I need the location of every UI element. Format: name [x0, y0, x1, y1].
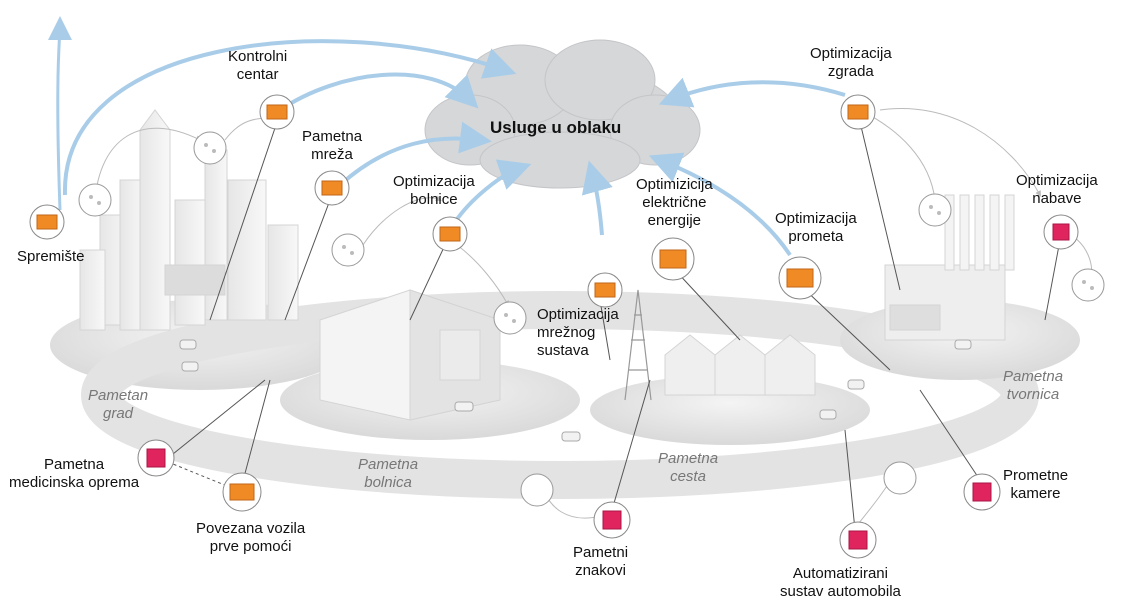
- label-pametna-mreza: Pametna mreža: [302, 128, 363, 163]
- sensor-circle-icon: [883, 461, 917, 495]
- pink-cube-icon: [963, 473, 1001, 511]
- sensor-circle-icon: [331, 233, 365, 267]
- cloud-arrows: [47, 16, 846, 257]
- sensor-circle-icon: [918, 193, 952, 227]
- label-pametni-znakovi: Pametni znakovi: [573, 544, 629, 579]
- label-vozila-pomoci: Povezana vozila prve pomoći: [196, 520, 306, 555]
- zone-pametan-grad: Pametan grad: [88, 387, 149, 422]
- factory-building: [884, 194, 1015, 341]
- radio-tower: [624, 289, 652, 401]
- houses: [664, 334, 816, 396]
- label-optimizacija-nabave: Optimizacija nabave: [1016, 172, 1098, 207]
- pink-cube-icon: [593, 501, 631, 539]
- pointer-lines: [167, 121, 1061, 531]
- zone-pametna-cesta: Pametna cesta: [658, 450, 719, 485]
- cloud-icon: [424, 39, 701, 189]
- orange-cube-icon: [778, 256, 822, 300]
- orange-cube-icon: [651, 237, 695, 281]
- sensor-circles: [78, 131, 1105, 507]
- orange-cube-icon: [587, 272, 623, 308]
- label-optimizacija-prometa: Optimizacija prometa: [775, 210, 857, 245]
- orange-badges: [29, 94, 876, 512]
- orange-cube-icon: [259, 94, 295, 130]
- pink-badges: [137, 214, 1079, 559]
- orange-cube-icon: [432, 216, 468, 252]
- orange-cube-icon: [840, 94, 876, 130]
- label-optimizacija-zgrada: Optimizacija zgrada: [810, 45, 892, 80]
- label-spremiste: Spremište: [17, 248, 85, 265]
- label-prometne-kamere: Prometne kamere: [1003, 467, 1069, 502]
- road-ring: [81, 291, 1039, 499]
- label-medicinska-oprema: Pametna medicinska oprema: [9, 456, 140, 491]
- hospital-building: [319, 289, 501, 421]
- pink-cube-icon: [137, 439, 175, 477]
- city-buildings: [79, 109, 299, 331]
- orange-cube-icon: [222, 472, 262, 512]
- label-optimizacija-bolnice: Optimizacija bolnice: [393, 173, 475, 208]
- zone-pametna-tvornica: Pametna tvornica: [1003, 368, 1064, 403]
- zone-pametna-bolnica: Pametna bolnica: [358, 456, 419, 491]
- orange-cube-icon: [314, 170, 350, 206]
- label-optimizacija-energije: Optimizicija električne energije: [636, 176, 713, 229]
- label-optimizacija-mreznog-sustava: Optimizacija mrežnog sustava: [537, 306, 619, 359]
- cloud-title: Usluge u oblaku: [490, 118, 622, 137]
- label-automatizirani-sustav: Automatizirani sustav automobila: [780, 565, 901, 599]
- cars: [179, 339, 972, 442]
- sensor-circle-icon: [78, 183, 112, 217]
- pink-cube-icon: [839, 521, 877, 559]
- pink-cube-icon: [1043, 214, 1079, 250]
- sensor-circle-icon: [193, 131, 227, 165]
- sensor-circle-icon: [1071, 268, 1105, 302]
- label-kontrolni-centar: Kontrolni centar: [228, 48, 288, 83]
- orange-cube-icon: [29, 204, 65, 240]
- sensor-circle-icon: [493, 301, 527, 335]
- sensor-circle-icon: [520, 473, 554, 507]
